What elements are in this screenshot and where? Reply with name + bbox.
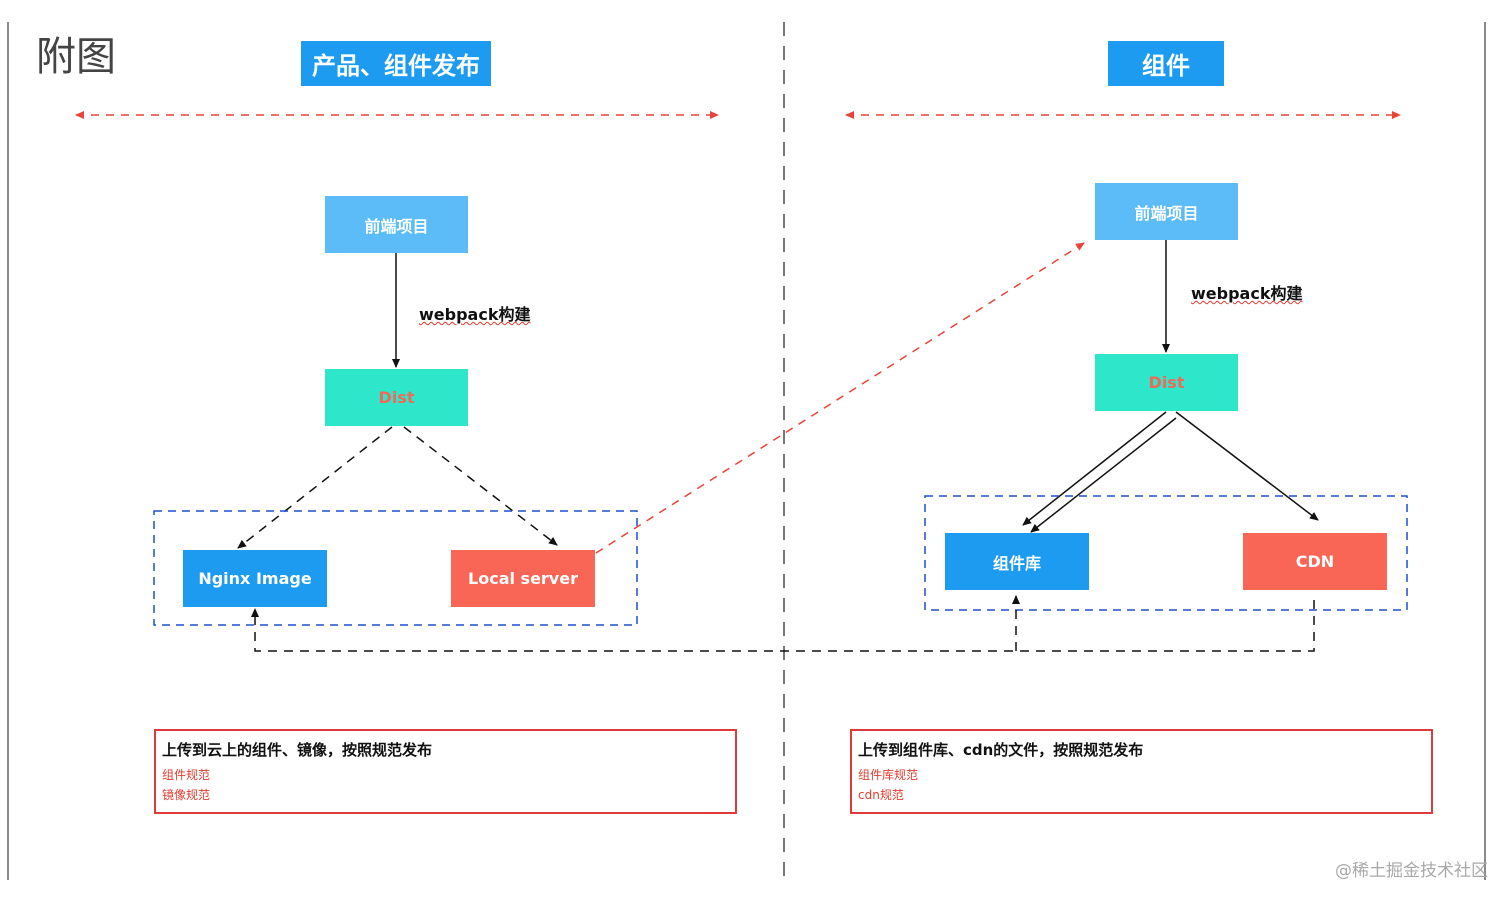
left-note-item: 镜像规范 [162,788,211,802]
right-build-label-text: webpack构建 [1191,284,1303,303]
left-note-item: 组件规范 [162,768,211,782]
watermark: @稀土掘金技术社区 [1335,861,1488,881]
right-frontend-label: 前端项目 [1134,203,1199,223]
left-section-title: 产品、组件发布 [301,41,491,86]
left-dist-to-nginx [237,426,393,549]
right-note-item: cdn规范 [858,788,904,802]
cdn-label: CDN [1295,552,1335,571]
left-dist-node: Dist [325,369,468,426]
left-note-box: 上传到云上的组件、镜像，按照规范发布 组件规范 镜像规范 [154,729,737,814]
return-path [251,600,1315,652]
cdn-node: CDN [1243,533,1387,590]
left-dist-label: Dist [378,388,415,407]
left-build-label: webpack构建 [419,301,530,325]
local-server-label: Local server [468,569,578,588]
right-note-item: 组件库规范 [858,768,919,782]
left-build-label-text: webpack构建 [419,305,531,324]
right-dist-to-lib-1 [1022,411,1167,526]
left-frontend-label: 前端项目 [364,216,429,236]
nginx-image-label: Nginx Image [198,569,312,588]
component-lib-node: 组件库 [945,533,1089,590]
local-to-right-frontend [595,242,1085,554]
local-server-node: Local server [451,550,595,607]
left-note-title: 上传到云上的组件、镜像，按照规范发布 [162,741,433,759]
page-title: 附图 [36,34,116,80]
right-store-group [924,495,1408,611]
right-frontend-node: 前端项目 [1095,183,1238,240]
nginx-image-node: Nginx Image [183,550,327,607]
right-note-title: 上传到组件库、cdn的文件，按照规范发布 [858,741,1144,759]
right-dist-to-cdn [1175,411,1319,521]
component-lib-label: 组件库 [992,553,1041,573]
right-dist-node: Dist [1095,354,1238,411]
right-section-title: 组件 [1108,41,1224,86]
left-frontend-node: 前端项目 [325,196,468,253]
left-dist-to-local [403,426,558,546]
right-note-box: 上传到组件库、cdn的文件，按照规范发布 组件库规范 cdn规范 [850,729,1433,814]
right-build-label: webpack构建 [1191,280,1302,304]
right-dist-to-lib-2 [1030,417,1177,533]
right-dist-label: Dist [1148,373,1185,392]
left-deploy-group [153,510,638,626]
